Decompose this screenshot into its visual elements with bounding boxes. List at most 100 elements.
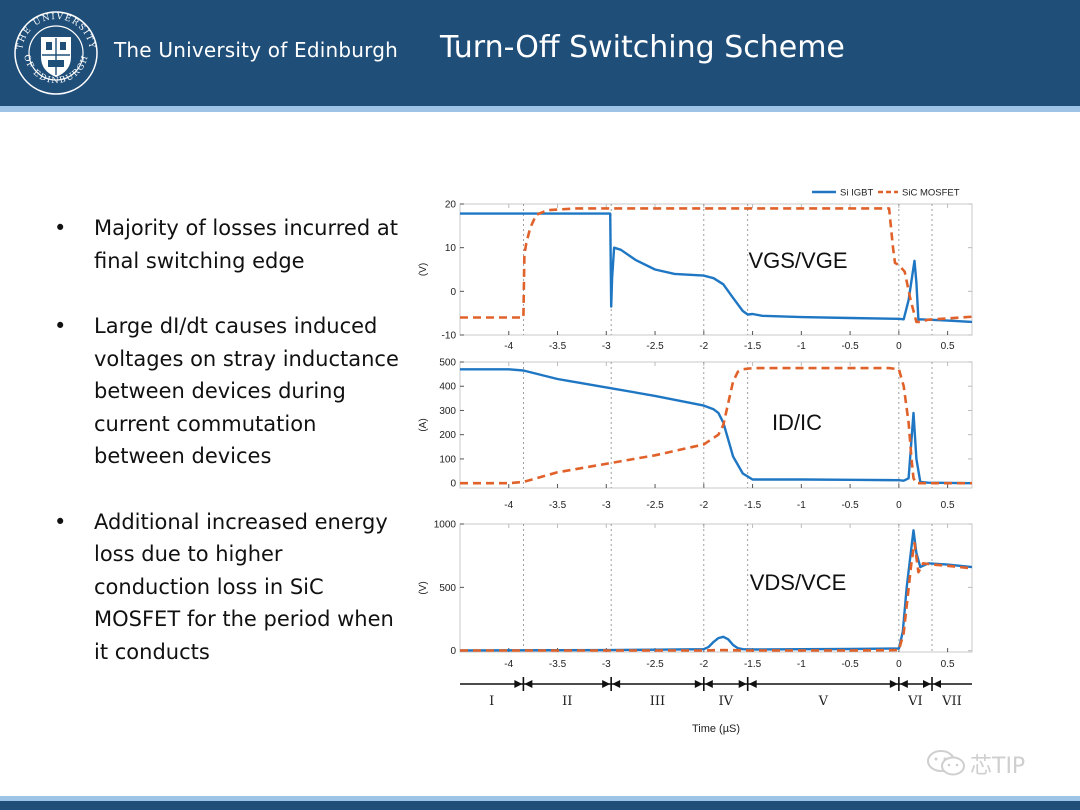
- bullet-text: Majority of losses incurred at final swi…: [94, 216, 398, 273]
- x-tick-label: -4: [504, 341, 513, 352]
- interval-label: VI: [907, 694, 923, 709]
- x-tick-label: 0.5: [941, 500, 955, 511]
- x-tick-label: 0: [896, 341, 902, 352]
- wechat-icon: [927, 750, 965, 776]
- interval-arrow-left: [612, 680, 621, 688]
- sic-mosfet-series-line: [460, 541, 973, 652]
- university-crest-icon: THE UNIVERSITY OF EDINBURGH: [14, 11, 98, 95]
- waveform-annotation: VDS/VCE: [750, 570, 847, 595]
- interval-arrow-right: [738, 680, 747, 688]
- legend-label-si-igbt: Si IGBT: [840, 188, 873, 199]
- x-tick-label: -1: [797, 341, 806, 352]
- y-tick-label: 0: [450, 287, 456, 298]
- x-tick-label: -1.5: [744, 341, 762, 352]
- interval-arrow-left: [524, 680, 533, 688]
- x-tick-label: -0.5: [841, 659, 859, 670]
- interval-arrow-left: [748, 680, 757, 688]
- watermark-text: 芯TIP: [970, 754, 1026, 779]
- plot-frame: [459, 361, 973, 489]
- sic-mosfet-series-line: [460, 366, 972, 485]
- waveform-annotation: VGS/VGE: [748, 248, 847, 273]
- bullet-item: • Majority of losses incurred at final s…: [54, 212, 404, 277]
- x-tick-label: -0.5: [841, 341, 859, 352]
- slide-title: Turn-Off Switching Scheme: [440, 30, 845, 65]
- watermark: 芯TIP: [926, 748, 1050, 780]
- bullet-dot: •: [54, 216, 67, 240]
- x-tick-label: -2.5: [646, 659, 664, 670]
- interval-label: IV: [718, 694, 733, 709]
- y-tick-label: 100: [439, 454, 456, 465]
- plot-frame: [459, 203, 973, 336]
- interval-arrow-right: [694, 680, 703, 688]
- x-tick-label: -3: [602, 341, 611, 352]
- y-tick-label: 1000: [434, 520, 457, 531]
- x-tick-label: 0: [896, 500, 902, 511]
- interval-arrow-right: [602, 680, 611, 688]
- interval-label: I: [489, 694, 494, 709]
- x-tick-label: -2: [699, 341, 708, 352]
- bullet-dot: •: [54, 509, 67, 534]
- interval-label: V: [818, 694, 829, 709]
- interval-arrow-left: [933, 680, 942, 688]
- si-igbt-series-line: [460, 368, 973, 485]
- interval-arrow-right: [889, 680, 898, 688]
- si-igbt-series-line: [460, 212, 973, 324]
- y-tick-label: 200: [439, 430, 456, 441]
- interval-arrow-left: [899, 680, 908, 688]
- x-tick-label: -2.5: [646, 500, 664, 511]
- x-tick-label: -4: [504, 659, 513, 670]
- bullet-text: Additional increased energy loss due to …: [94, 509, 394, 664]
- y-tick-label: 10: [445, 243, 457, 254]
- waveform-annotation: ID/IC: [772, 410, 822, 435]
- x-axis-label: Time (µS): [692, 723, 740, 735]
- interval-label: II: [562, 694, 572, 709]
- x-tick-label: -3.5: [549, 659, 567, 670]
- interval-label: III: [650, 694, 665, 709]
- y-tick-label: 20: [445, 200, 457, 211]
- x-tick-label: -4: [504, 500, 513, 511]
- y-axis-label: (V): [418, 263, 429, 276]
- y-tick-label: 0: [450, 479, 456, 490]
- header-accent-strip: [0, 106, 1080, 112]
- x-tick-label: -1: [797, 659, 806, 670]
- y-tick-label: 500: [439, 358, 456, 369]
- y-axis-label: (V): [418, 581, 429, 594]
- bullet-dot: •: [54, 314, 67, 338]
- x-tick-label: -3.5: [549, 341, 567, 352]
- interval-arrow-left: [704, 680, 713, 688]
- x-tick-label: -3.5: [549, 500, 567, 511]
- y-tick-label: -10: [442, 331, 457, 342]
- y-tick-label: 500: [439, 583, 456, 594]
- y-tick-label: 0: [450, 646, 456, 657]
- footer-bar: [0, 801, 1080, 810]
- x-tick-label: -1: [797, 500, 806, 511]
- x-tick-label: 0.5: [941, 341, 955, 352]
- legend-label-sic-mosfet: SiC MOSFET: [902, 188, 960, 199]
- interval-arrow-right: [923, 680, 932, 688]
- x-tick-label: -2: [699, 500, 708, 511]
- university-name: The University of Edinburgh: [114, 38, 399, 62]
- x-tick-label: -2.5: [646, 341, 664, 352]
- bullet-text: Large dI/dt causes induced voltages on s…: [94, 314, 399, 468]
- x-tick-label: -0.5: [841, 500, 859, 511]
- x-tick-label: -1.5: [744, 659, 762, 670]
- sic-mosfet-series-line: [460, 207, 973, 324]
- plot-frame: [459, 523, 973, 653]
- footer-accent-strip: [0, 796, 1080, 801]
- bullet-list: • Majority of losses incurred at final s…: [54, 212, 404, 668]
- bullet-item: • Additional increased energy loss due t…: [54, 506, 404, 669]
- x-tick-label: 0: [896, 659, 902, 670]
- x-tick-label: -3: [602, 659, 611, 670]
- bullet-item: • Large dI/dt causes induced voltages on…: [54, 310, 404, 473]
- x-tick-label: 0.5: [941, 659, 955, 670]
- x-tick-label: -2: [699, 659, 708, 670]
- y-axis-label: (A): [418, 418, 429, 431]
- x-tick-label: -3: [602, 500, 611, 511]
- x-tick-label: -1.5: [744, 500, 762, 511]
- header-bar: THE UNIVERSITY OF EDINBURGH The Universi…: [0, 0, 1080, 106]
- y-tick-label: 400: [439, 382, 456, 393]
- y-tick-label: 300: [439, 406, 456, 417]
- interval-arrow-right: [514, 680, 523, 688]
